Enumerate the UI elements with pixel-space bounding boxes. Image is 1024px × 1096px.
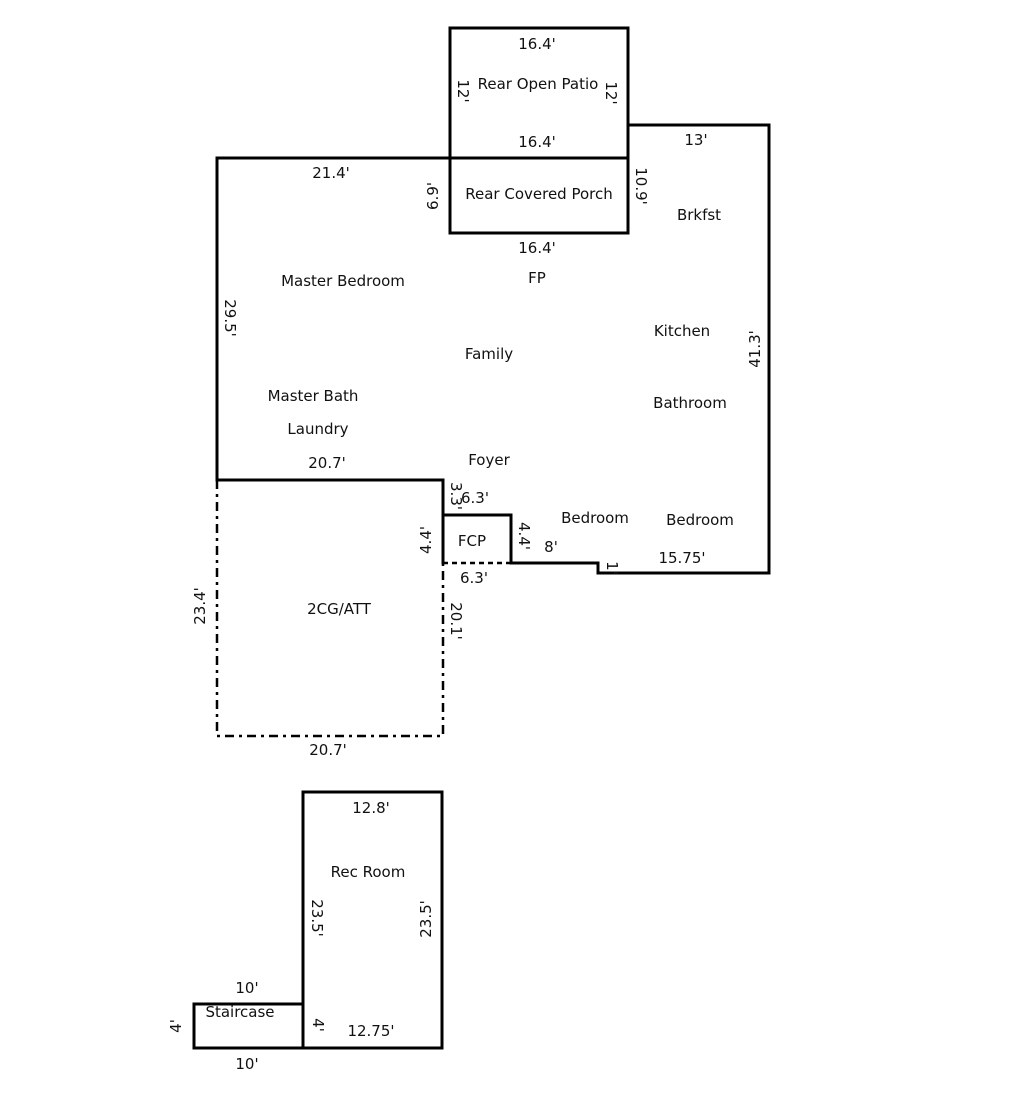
- dim-porch-bottom: 16.4': [518, 239, 556, 257]
- room-label-foyer: Foyer: [468, 451, 510, 469]
- room-label-bedroom-1: Bedroom: [561, 509, 629, 527]
- room-label-laundry: Laundry: [287, 420, 348, 438]
- dim-fcp-right: 4.4': [515, 522, 533, 550]
- room-label-rear-covered-porch: Rear Covered Porch: [465, 185, 613, 203]
- room-label-kitchen: Kitchen: [654, 322, 710, 340]
- dim-patio-left: 12': [454, 79, 472, 102]
- dim-patio-right: 12': [602, 81, 620, 104]
- dim-fcp-top: 6.3': [461, 489, 489, 507]
- dim-garage-right: 20.1': [447, 602, 465, 640]
- dim-rec-bottom: 12.75': [347, 1022, 394, 1040]
- dim-main-right: 41.3': [746, 330, 764, 368]
- dim-porch-right: 10.9': [632, 167, 650, 205]
- dim-garage-bottom: 20.7': [309, 741, 347, 759]
- staircase-outline: [192, 1002, 305, 1050]
- room-label-fcp: FCP: [458, 532, 486, 550]
- dim-fcp-bottom: 6.3': [460, 569, 488, 587]
- room-label-master-bedroom: Master Bedroom: [281, 272, 405, 290]
- room-label-garage: 2CG/ATT: [307, 600, 372, 618]
- dim-main-bottom-left: 20.7': [308, 454, 346, 472]
- dim-main-left: 29.5': [221, 299, 239, 337]
- dim-notch: 1': [603, 561, 621, 575]
- dim-rec-right: 23.5': [417, 900, 435, 938]
- dim-stair-bottom: 10': [235, 1055, 258, 1073]
- room-label-staircase: Staircase: [205, 1003, 274, 1021]
- dim-fcp-left: 4.4': [417, 526, 435, 554]
- room-label-master-bath: Master Bath: [268, 387, 359, 405]
- room-label-rec-room: Rec Room: [331, 863, 406, 881]
- room-label-fp: FP: [528, 269, 546, 287]
- dim-brkfst-top: 13': [684, 131, 707, 149]
- room-label-family: Family: [465, 345, 513, 363]
- dim-stair-right: 4': [309, 1018, 327, 1032]
- dim-foyer-step: 3.3': [447, 482, 465, 510]
- dim-garage-left: 23.4': [191, 587, 209, 625]
- dim-stair-left: 4': [167, 1019, 185, 1033]
- rear-covered-porch-outline: [448, 156, 630, 235]
- room-label-rear-open-patio: Rear Open Patio: [478, 75, 599, 93]
- dim-porch-left: 6.9': [424, 182, 442, 210]
- room-label-brkfst: Brkfst: [677, 206, 721, 224]
- dim-main-bottom-right: 15.75': [658, 549, 705, 567]
- dim-main-top-left: 21.4': [312, 164, 350, 182]
- dim-patio-top: 16.4': [518, 35, 556, 53]
- dim-bedroom-step: 8': [544, 538, 558, 556]
- rec-room-outline: [301, 790, 444, 1050]
- room-label-bedroom-2: Bedroom: [666, 511, 734, 529]
- dim-rec-left: 23.5': [308, 899, 326, 937]
- dim-patio-bottom: 16.4': [518, 133, 556, 151]
- garage-outline: [215, 480, 445, 738]
- dim-rec-top: 12.8': [352, 799, 390, 817]
- room-label-bathroom: Bathroom: [653, 394, 727, 412]
- dim-stair-top: 10': [235, 979, 258, 997]
